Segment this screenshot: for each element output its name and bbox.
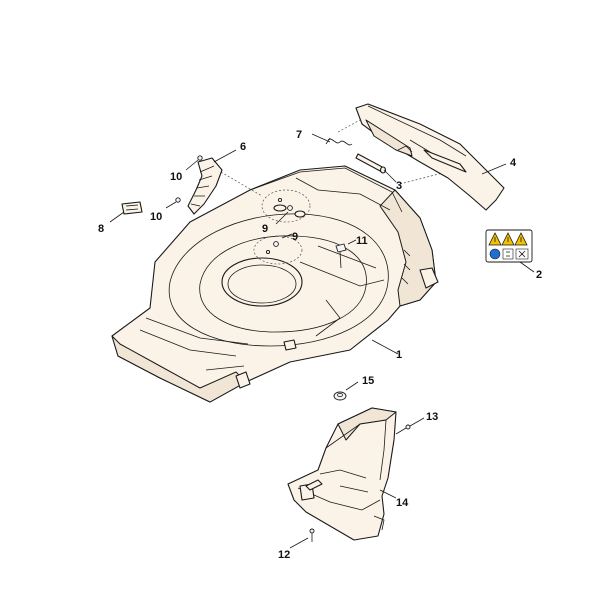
callout-3: 3 [396, 180, 402, 192]
clip-part [121, 201, 143, 215]
hidden-line-rod [337, 119, 361, 133]
torsion-spring-part [325, 137, 353, 146]
callout-1: 1 [396, 349, 402, 361]
bolt-9-upper-icon [277, 197, 293, 211]
callout-13: 13 [426, 411, 438, 423]
info-blue-circle-icon [489, 248, 501, 260]
callout-2: 2 [536, 269, 542, 281]
screw-10-lower-icon [175, 197, 181, 203]
callout-8: 8 [98, 223, 104, 235]
bolt-11-icon [335, 243, 347, 269]
bolt-9-lower-icon [265, 241, 279, 255]
callout-7: 7 [296, 129, 302, 141]
rear-flap-part [355, 103, 505, 211]
leader-lines [109, 133, 535, 549]
screw-10-upper-icon [197, 155, 203, 161]
callout-10-upper: 10 [170, 171, 182, 183]
hinge-rod-part [355, 153, 387, 174]
callout-9-upper: 9 [262, 223, 268, 235]
callout-14: 14 [396, 497, 409, 509]
callout-6: 6 [240, 141, 246, 153]
nut-15-icon [333, 391, 347, 401]
screw-13-icon [395, 424, 411, 435]
bolt-location-ring-upper [261, 189, 311, 223]
callout-15: 15 [362, 375, 374, 387]
mower-deck-housing [111, 165, 439, 403]
bolt-location-ring-lower [253, 235, 303, 265]
callout-4: 4 [510, 157, 517, 169]
callout-12: 12 [278, 549, 290, 561]
hidden-line-bracket [213, 167, 263, 197]
discharge-deflector-part [287, 407, 397, 541]
callout-9-lower: 9 [292, 231, 298, 243]
screw-12-icon [309, 528, 315, 542]
callout-11: 11 [356, 235, 368, 247]
callout-10-lower: 10 [150, 211, 162, 223]
curved-bracket-part [187, 157, 223, 215]
warning-label-part [485, 229, 533, 263]
